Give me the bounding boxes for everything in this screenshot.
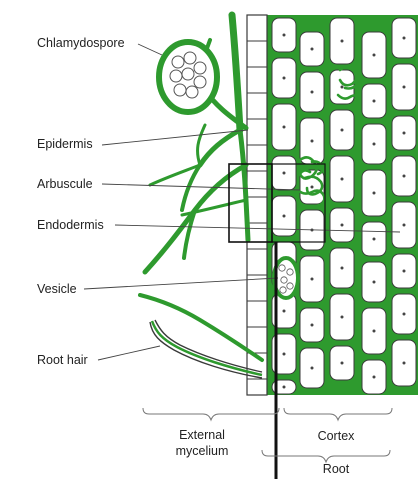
spore-globule <box>194 76 206 88</box>
cell-nucleus <box>403 313 406 316</box>
spore-globule <box>186 86 198 98</box>
cell-nucleus <box>311 367 314 370</box>
label-root-hair: Root hair <box>37 353 88 367</box>
spore-globule <box>182 68 194 80</box>
cell-nucleus <box>283 310 286 313</box>
cell-nucleus <box>373 54 376 57</box>
cell-nucleus <box>283 77 286 80</box>
cell-nucleus <box>311 278 314 281</box>
cell-nucleus <box>373 376 376 379</box>
cell-nucleus <box>341 129 344 132</box>
cell-nucleus <box>403 86 406 89</box>
caption-external-line1: External <box>160 427 244 443</box>
cell-nucleus <box>373 330 376 333</box>
label-chlamydospore: Chlamydospore <box>37 36 125 50</box>
cell-nucleus <box>341 316 344 319</box>
cell-nucleus <box>373 281 376 284</box>
spore-globule <box>172 56 184 68</box>
label-epidermis: Epidermis <box>37 137 93 151</box>
vesicle-globule <box>281 277 287 283</box>
label-arbuscule: Arbuscule <box>37 177 93 191</box>
cell-nucleus <box>373 143 376 146</box>
vesicle-globule <box>287 283 293 289</box>
cell-nucleus <box>341 267 344 270</box>
epidermis-layer <box>247 15 267 395</box>
vesicle-globule <box>287 269 293 275</box>
cell-nucleus <box>283 126 286 129</box>
chlamydospore <box>159 42 217 112</box>
spore-globule <box>184 52 196 64</box>
spore-globule <box>174 84 186 96</box>
cell-nucleus <box>341 40 344 43</box>
caption-external-line2: mycelium <box>160 443 244 459</box>
label-endodermis: Endodermis <box>37 218 104 232</box>
cell-nucleus <box>311 48 314 51</box>
cell-nucleus <box>311 91 314 94</box>
cell-nucleus <box>311 324 314 327</box>
cell-nucleus <box>341 362 344 365</box>
spore-globule <box>170 70 182 82</box>
cell-nucleus <box>283 215 286 218</box>
caption-cortex: Cortex <box>306 428 366 444</box>
cell-nucleus <box>341 178 344 181</box>
label-vesicle: Vesicle <box>37 282 77 296</box>
cell-nucleus <box>403 362 406 365</box>
cell-nucleus <box>403 175 406 178</box>
cell-nucleus <box>403 132 406 135</box>
cell-nucleus <box>373 100 376 103</box>
cell-nucleus <box>373 192 376 195</box>
spore-globule <box>194 62 206 74</box>
vesicle-globule <box>279 265 285 271</box>
cell-nucleus <box>403 37 406 40</box>
cell-nucleus <box>283 34 286 37</box>
cell-nucleus <box>283 386 286 389</box>
caption-root: Root <box>306 461 366 477</box>
vesicle-globule <box>280 287 286 293</box>
cell-nucleus <box>403 224 406 227</box>
caption-external-mycelium: External mycelium <box>160 427 244 459</box>
cell-nucleus <box>403 270 406 273</box>
cell-nucleus <box>283 353 286 356</box>
cell-nucleus <box>341 86 344 89</box>
cell-nucleus <box>341 224 344 227</box>
cell-nucleus <box>373 238 376 241</box>
cell-nucleus <box>283 172 286 175</box>
cell-nucleus <box>311 140 314 143</box>
cell-nucleus <box>311 186 314 189</box>
